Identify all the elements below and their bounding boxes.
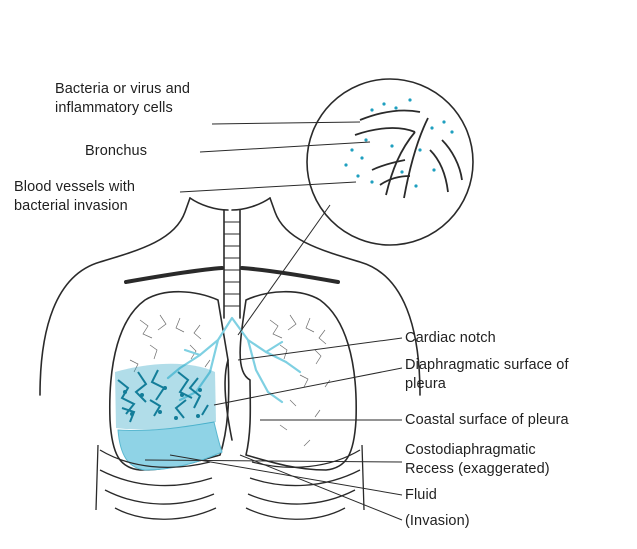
label-diaphragmatic-line2: pleura — [405, 375, 569, 394]
label-costodiaphragmatic-line2: Recess (exaggerated) — [405, 460, 550, 479]
label-cardiac-notch: Cardiac notch — [405, 329, 496, 348]
label-invasion: (Invasion) — [405, 512, 470, 531]
label-fluid: Fluid — [405, 486, 437, 505]
label-invasion-text: (Invasion) — [405, 512, 470, 531]
right-clavicle — [242, 268, 338, 282]
label-blood-vessels-line1: Blood vessels with — [14, 178, 135, 197]
leader-lines — [145, 122, 402, 520]
left-clavicle — [126, 268, 222, 282]
trachea — [224, 210, 240, 318]
leader-blood-vessels — [180, 182, 356, 192]
magnified-view — [307, 79, 473, 245]
label-bacteria-line2: inflammatory cells — [55, 99, 190, 118]
label-bacteria-line1: Bacteria or virus and — [55, 80, 190, 99]
label-costodiaphragmatic: Costodiaphragmatic Recess (exaggerated) — [405, 441, 550, 479]
label-coastal: Coastal surface of pleura — [405, 411, 569, 430]
label-coastal-text: Coastal surface of pleura — [405, 411, 569, 430]
leader-bacteria — [212, 122, 360, 124]
label-cardiac-notch-text: Cardiac notch — [405, 329, 496, 348]
label-fluid-text: Fluid — [405, 486, 437, 505]
neck-right — [232, 198, 270, 210]
label-diaphragmatic: Diaphragmatic surface of pleura — [405, 356, 569, 394]
label-bronchus-text: Bronchus — [85, 142, 147, 161]
label-blood-vessels: Blood vessels with bacterial invasion — [14, 178, 135, 216]
label-bacteria: Bacteria or virus and inflammatory cells — [55, 80, 190, 118]
label-diaphragmatic-line1: Diaphragmatic surface of — [405, 356, 569, 375]
magnified-bronchus — [355, 110, 462, 198]
label-blood-vessels-line2: bacterial invasion — [14, 197, 135, 216]
neck-left — [190, 198, 228, 210]
leader-diaphragmatic — [214, 368, 402, 405]
label-costodiaphragmatic-line1: Costodiaphragmatic — [405, 441, 550, 460]
leader-bronchus — [200, 142, 370, 152]
infection-region — [115, 364, 222, 470]
label-bronchus: Bronchus — [85, 142, 147, 161]
